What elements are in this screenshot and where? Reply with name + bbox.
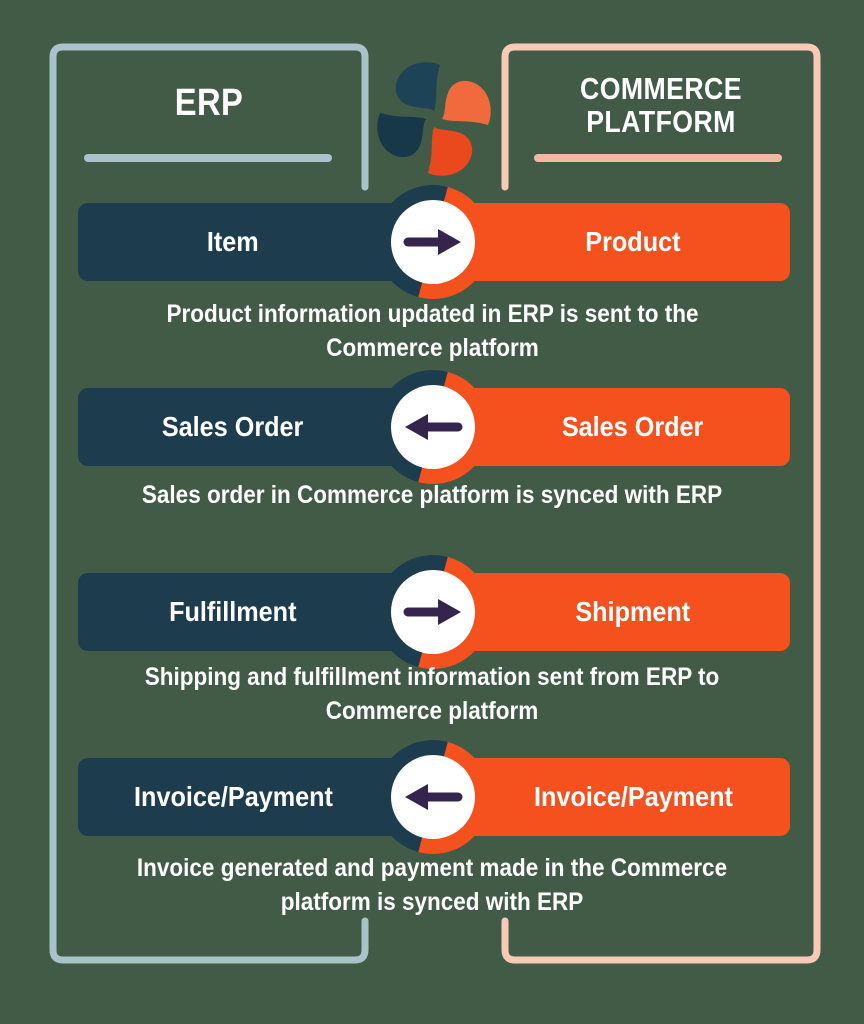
sync-row-fulfillment-shipment: Fulfillment Shipment xyxy=(0,555,864,669)
row-caption-item-product: Product information updated in ERP is se… xyxy=(165,300,699,362)
erp-entity-label: Fulfillment xyxy=(169,596,297,627)
arrow-left-icon xyxy=(405,784,463,810)
erp-entity-label: Item xyxy=(207,226,259,257)
commerce-entity-pill: Sales Order xyxy=(432,388,790,466)
arrow-left-icon xyxy=(405,414,463,440)
row-caption-invoice-payment: Invoice generated and payment made in th… xyxy=(136,854,728,916)
erp-entity-pill: Fulfillment xyxy=(78,573,432,651)
sync-direction-badge xyxy=(391,200,475,284)
sync-direction-badge xyxy=(391,570,475,654)
erp-entity-pill: Sales Order xyxy=(78,388,432,466)
erp-entity-label: Sales Order xyxy=(162,411,304,442)
sync-row-invoice-payment: Invoice/Payment Invoice/Payment xyxy=(0,740,864,854)
sync-row-item-product: Item Product xyxy=(0,185,864,299)
sync-direction-badge xyxy=(391,755,475,839)
row-caption-sales-order: Sales order in Commerce platform is sync… xyxy=(141,481,723,509)
arrow-right-icon xyxy=(403,229,461,255)
commerce-entity-label: Shipment xyxy=(575,596,691,627)
commerce-entity-label: Sales Order xyxy=(562,411,704,442)
sync-row-sales-order: Sales Order Sales Order xyxy=(0,370,864,484)
erp-entity-label: Invoice/Payment xyxy=(133,781,333,812)
commerce-entity-pill: Product xyxy=(432,203,790,281)
erp-box-border xyxy=(49,43,369,964)
commerce-entity-label: Invoice/Payment xyxy=(533,781,733,812)
erp-underline xyxy=(84,154,332,162)
logo-petal-top xyxy=(395,62,440,111)
commerce-entity-pill: Invoice/Payment xyxy=(432,758,790,836)
logo-petal-right xyxy=(442,80,491,125)
logo-petals xyxy=(377,62,491,176)
erp-entity-pill: Item xyxy=(78,203,432,281)
logo-petal-left xyxy=(377,113,426,158)
erp-entity-pill: Invoice/Payment xyxy=(78,758,432,836)
commerce-box-border xyxy=(501,43,821,964)
arrow-right-icon xyxy=(403,599,461,625)
sync-direction-badge xyxy=(391,385,475,469)
commerce-entity-pill: Shipment xyxy=(432,573,790,651)
commerce-platform-title: COMMERCE PLATFORM xyxy=(580,71,742,139)
erp-title: ERP xyxy=(174,82,244,124)
logo-petal-bottom xyxy=(428,127,473,176)
sync-pinwheel-logo-icon xyxy=(377,62,491,176)
commerce-entity-label: Product xyxy=(585,226,681,257)
row-caption-fulfillment-shipment: Shipping and fulfillment information sen… xyxy=(144,663,720,725)
commerce-underline xyxy=(534,154,782,162)
